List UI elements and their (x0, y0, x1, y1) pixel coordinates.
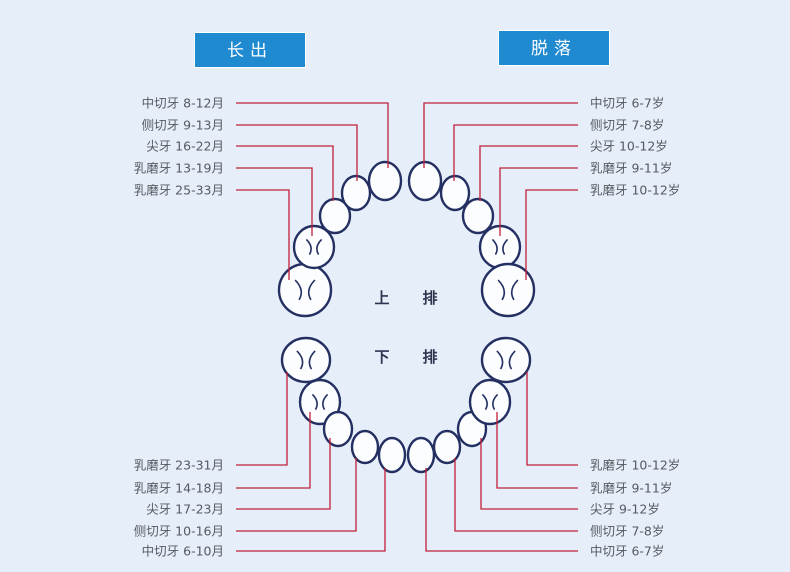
upper-right-label-3: 尖牙 10-12岁 (590, 139, 668, 154)
leader-lines (236, 102, 578, 552)
lower-left-leader-line-4 (236, 458, 357, 532)
upper-left-leader-line-3 (236, 145, 334, 201)
upper-right-label-2: 侧切牙 7-8岁 (590, 118, 664, 133)
lower-right-lateral-tooth (432, 429, 462, 465)
upper-jaw-char-1: 上 (374, 289, 389, 307)
lower-left-label-3: 尖牙 17-23月 (146, 502, 224, 517)
lower-right-leader-line-5 (425, 468, 578, 552)
upper-right-label-5: 乳磨牙 10-12岁 (590, 183, 680, 198)
lower-jaw-char-1: 下 (374, 348, 389, 366)
lower-left-lateral-tooth (350, 429, 380, 465)
upper-right-label-4: 乳磨牙 9-11岁 (590, 161, 672, 176)
lower-right-molar-1-tooth (468, 378, 512, 426)
lower-left-leader-line-5 (236, 468, 386, 552)
lower-right-label-3: 尖牙 9-12岁 (590, 502, 660, 517)
lower-left-leader-line-2 (236, 412, 311, 489)
upper-right-label-1: 中切牙 6-7岁 (590, 96, 664, 111)
upper-left-label-1: 中切牙 8-12月 (142, 96, 224, 111)
teeth (277, 160, 536, 474)
lower-right-label-1: 乳磨牙 10-12岁 (590, 458, 680, 473)
upper-right-molar-2-tooth (480, 262, 536, 318)
upper-right-canine-tooth (461, 197, 495, 235)
upper-right-leader-line-3 (479, 145, 578, 201)
lower-left-label-4: 侧切牙 10-16月 (134, 524, 224, 539)
upper-left-label-2: 侧切牙 9-13月 (142, 118, 224, 133)
eruption-header: 长出 (194, 32, 306, 68)
lower-left-leader-line-1 (236, 372, 288, 466)
upper-left-lateral-tooth (340, 174, 372, 212)
lower-left-label-5: 中切牙 6-10月 (142, 544, 224, 559)
upper-right-leader-line-1 (423, 102, 578, 168)
upper-left-molar-2-tooth (277, 262, 333, 318)
upper-right-lateral-tooth (439, 174, 471, 212)
shedding-header: 脱落 (498, 30, 610, 66)
lower-left-leader-line-3 (236, 438, 331, 510)
lower-left-central-tooth (377, 436, 407, 474)
upper-right-leader-line-5 (525, 189, 578, 280)
lower-jaw-char-2: 排 (422, 348, 437, 366)
lower-left-label-1: 乳磨牙 23-31月 (134, 458, 224, 473)
lower-left-canine-tooth (322, 410, 354, 448)
lower-left-label-2: 乳磨牙 14-18月 (134, 481, 224, 496)
upper-right-leader-line-4 (499, 167, 578, 236)
lower-right-leader-line-3 (480, 438, 578, 510)
upper-left-canine-tooth (318, 197, 352, 235)
lower-right-central-tooth (406, 436, 436, 474)
upper-left-leader-line-5 (236, 189, 290, 280)
lower-right-label-2: 乳磨牙 9-11岁 (590, 481, 672, 496)
upper-left-label-4: 乳磨牙 13-19月 (134, 161, 224, 176)
lower-right-label-4: 侧切牙 7-8岁 (590, 524, 664, 539)
upper-left-leader-line-4 (236, 167, 313, 236)
lower-left-molar-2-tooth (280, 336, 332, 384)
upper-left-leader-line-1 (236, 102, 389, 168)
lower-right-leader-line-2 (496, 412, 578, 489)
upper-left-label-3: 尖牙 16-22月 (146, 139, 224, 154)
upper-right-leader-line-2 (453, 124, 578, 181)
upper-left-central-tooth (367, 160, 403, 202)
lower-right-label-5: 中切牙 6-7岁 (590, 544, 664, 559)
upper-right-central-tooth (407, 160, 443, 202)
lower-right-molar-2-tooth (480, 336, 532, 384)
lower-right-leader-line-4 (454, 458, 578, 532)
upper-left-molar-1-tooth (292, 224, 336, 270)
upper-left-label-5: 乳磨牙 25-33月 (134, 183, 224, 198)
upper-jaw-char-2: 排 (422, 289, 437, 307)
lower-right-leader-line-1 (526, 372, 578, 466)
upper-left-leader-line-2 (236, 124, 358, 181)
